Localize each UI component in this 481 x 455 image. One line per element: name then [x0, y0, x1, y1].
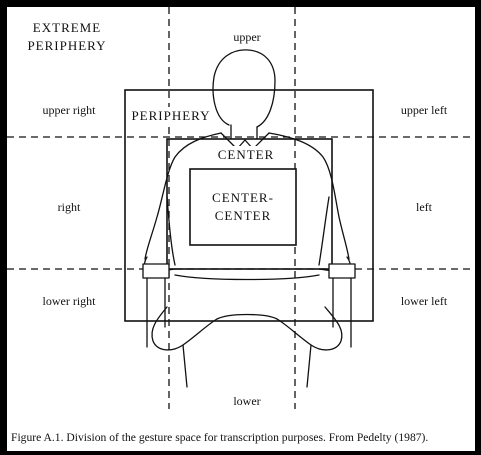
figure-left-leg: [277, 307, 342, 350]
center-label: CENTER: [218, 147, 275, 162]
periphery-label: PERIPHERY: [131, 108, 210, 123]
chair-armrest-left: [329, 264, 355, 278]
figure-shins: [183, 345, 311, 387]
center-center-label-line2: CENTER: [215, 208, 272, 223]
figure-left-arm: [167, 197, 175, 265]
upper-right-label: upper right: [43, 103, 97, 117]
figure-waist: [175, 275, 319, 280]
figure-right-leg: [152, 307, 217, 350]
lower-left-label: lower left: [401, 294, 448, 308]
lower-right-label: lower right: [43, 294, 97, 308]
left-label: left: [416, 200, 433, 214]
right-label: right: [58, 200, 81, 214]
upper-left-label: upper left: [401, 103, 448, 117]
chair-armrest-right: [143, 264, 169, 278]
figure-right-arm: [319, 197, 329, 265]
figure-panel: EXTREME PERIPHERY PERIPHERY CENTER CENTE…: [7, 7, 475, 451]
gesture-space-diagram: EXTREME PERIPHERY PERIPHERY CENTER CENTE…: [7, 7, 475, 427]
upper-label: upper: [233, 30, 260, 44]
lower-label: lower: [233, 394, 260, 408]
center-center-label-line1: CENTER-: [212, 190, 274, 205]
figure-head: [213, 50, 275, 127]
center-center-box: [190, 169, 296, 245]
extreme-periphery-label-line2: PERIPHERY: [27, 38, 106, 53]
figure-caption: Figure A.1. Division of the gesture spac…: [11, 431, 471, 444]
figure-lap: [217, 315, 277, 320]
extreme-periphery-label-line1: EXTREME: [33, 20, 101, 35]
